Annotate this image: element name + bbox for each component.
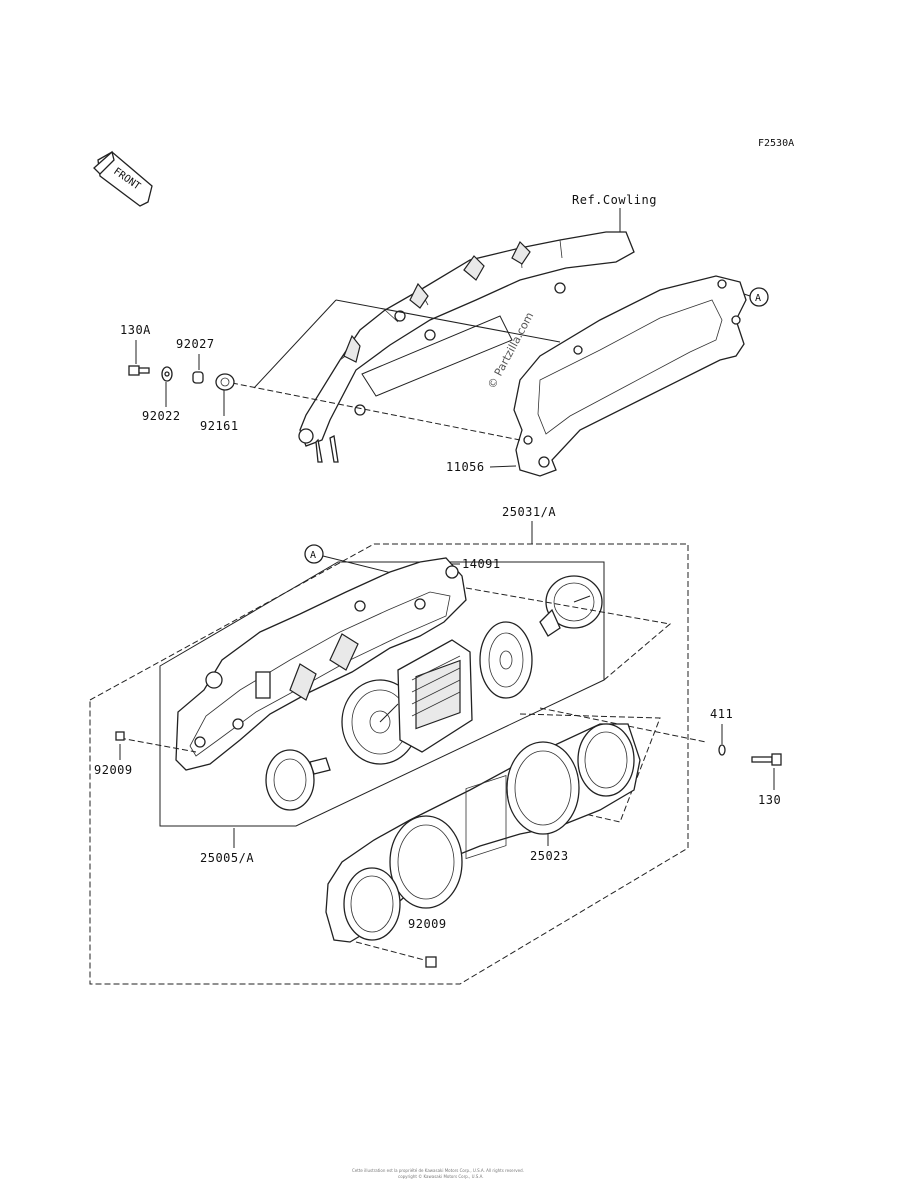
screw-92009-axis bbox=[119, 737, 197, 753]
label-92161: 92161 bbox=[200, 419, 239, 433]
fastener-axis-line bbox=[231, 382, 521, 441]
washer-411 bbox=[718, 744, 726, 756]
label-130A: 130A bbox=[120, 323, 151, 337]
label-92009-left: 92009 bbox=[94, 763, 133, 777]
stay-outline-top bbox=[335, 299, 561, 343]
label-92022: 92022 bbox=[142, 409, 181, 423]
label-25031A: 25031/A bbox=[502, 505, 556, 519]
screw-92009-left bbox=[115, 731, 125, 741]
label-92009-bottom: 92009 bbox=[408, 917, 447, 931]
gauge-tachometer-dial bbox=[479, 621, 533, 699]
callout-a-top: A bbox=[743, 287, 769, 307]
footer-line-1: Cette illustration est la propriété de K… bbox=[352, 1168, 524, 1173]
front-panel-25023 bbox=[325, 723, 641, 943]
screw-92009-bottom bbox=[425, 956, 437, 968]
label-92027: 92027 bbox=[176, 337, 215, 351]
diagram-code: F2530A bbox=[758, 138, 794, 149]
meter-case-back bbox=[175, 557, 467, 771]
bolt-130A bbox=[128, 365, 150, 376]
gauge-small-lower bbox=[265, 749, 331, 811]
assembly-box-25031A bbox=[89, 543, 689, 985]
front-arrow-icon: FRONT bbox=[93, 150, 153, 207]
label-130: 130 bbox=[758, 793, 781, 807]
collar-92027 bbox=[192, 371, 204, 384]
ref-cowling-label: Ref.Cowling bbox=[572, 193, 657, 207]
footer-line-2: copyright © Kawasaki Motors Corp., U.S.A… bbox=[398, 1174, 484, 1179]
screw-130 bbox=[751, 753, 782, 766]
leader-11056 bbox=[489, 465, 517, 468]
damper-92161 bbox=[215, 373, 235, 391]
label-25023: 25023 bbox=[530, 849, 569, 863]
cowling-stay-frame bbox=[298, 231, 635, 463]
label-11056: 11056 bbox=[446, 460, 485, 474]
gauge-top-alignment bbox=[465, 587, 672, 681]
svg-text:A: A bbox=[310, 550, 316, 561]
screw-92009-bottom-axis bbox=[355, 941, 433, 963]
svg-text:A: A bbox=[755, 293, 761, 304]
panel-alignment bbox=[519, 713, 661, 823]
display-board bbox=[397, 639, 473, 753]
gauge-small-top bbox=[539, 575, 603, 637]
label-14091: 14091 bbox=[462, 557, 501, 571]
label-25005A: 25005/A bbox=[200, 851, 254, 865]
label-411: 411 bbox=[710, 707, 733, 721]
meter-cover-11056 bbox=[513, 275, 747, 477]
washer-92022 bbox=[161, 366, 173, 382]
stay-outline-left bbox=[253, 299, 337, 389]
